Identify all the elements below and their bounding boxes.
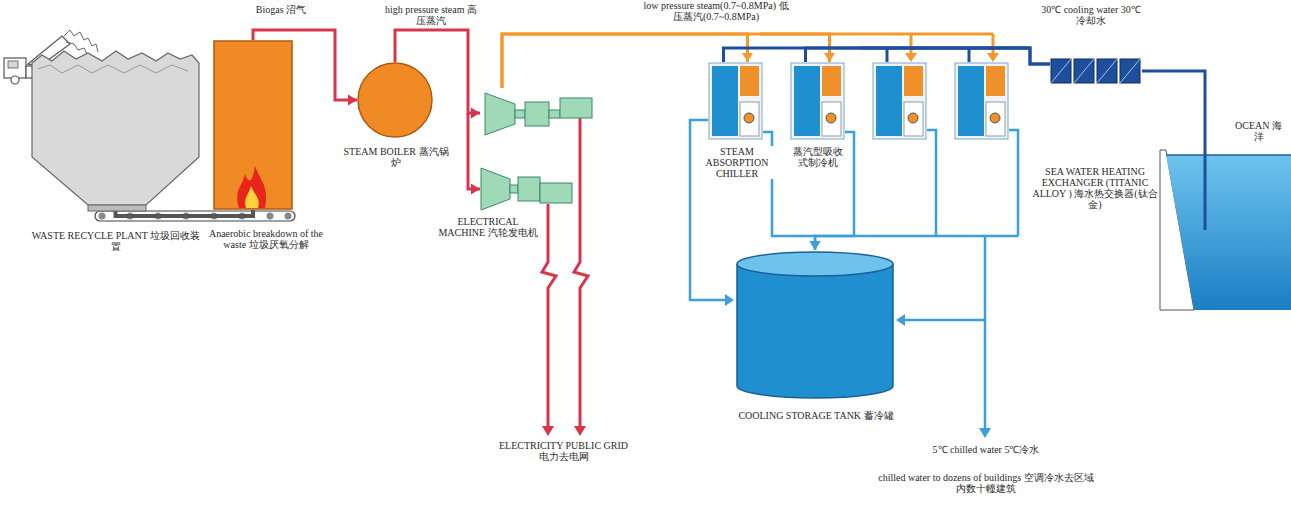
arrow-head — [810, 241, 821, 250]
pipe — [468, 113, 480, 189]
power-line — [542, 118, 588, 428]
pipe-connector — [502, 34, 835, 88]
ocean: OCEAN 海洋 — [1160, 100, 1291, 310]
turbine-generator-shape — [480, 88, 595, 213]
absorption-chiller-shape — [708, 62, 763, 140]
steam-boiler: STEAM BOILER 蒸汽锅炉 — [357, 62, 433, 138]
annotation: ELECTRICITY PUBLIC GRID 电力去电网 — [495, 440, 632, 462]
absorption-chiller — [873, 63, 926, 139]
node-label: ELECTRICAL MACHINE 汽轮发电机 — [433, 216, 543, 238]
storage-tank: COOLING STORAGE TANK 蓄冷罐 — [735, 250, 895, 400]
absorption-chiller: 蒸汽型吸收式制冷机 — [790, 62, 845, 140]
arrow-head — [542, 426, 554, 436]
node-label: COOLING STORAGE TANK 蓄冷罐 — [728, 410, 904, 421]
cooling-water-pipe — [860, 48, 1030, 62]
digester-tank: Anaerobic breakdown of the waste 垃圾厌氧分解 — [213, 40, 293, 210]
arrow-head — [574, 426, 586, 436]
arrow-head — [905, 53, 917, 62]
pipe — [806, 48, 1051, 64]
arrow-head — [810, 241, 821, 250]
edge-label: Biogas 沼气 — [248, 4, 314, 15]
conveyor-belt — [95, 211, 295, 221]
absorption-chiller — [955, 63, 1008, 139]
steam-pipe — [760, 34, 993, 54]
node-label: OCEAN 海洋 — [1230, 120, 1287, 142]
arrow-head — [896, 314, 905, 326]
waste-hopper: WASTE RECYCLE PLANT 垃圾回收装置 — [28, 45, 203, 210]
annotation: chilled water to dozens of buildings 空调冷… — [875, 472, 1097, 494]
arrow-head — [471, 184, 480, 195]
heat-exchanger: SEA WATER HEATING EXCHANGER (TITANIC ALL… — [1050, 58, 1142, 84]
absorption-chiller-shape — [790, 62, 845, 140]
node-label: STEAM ABSORPTION CHILLER — [700, 146, 774, 179]
node-label: WASTE RECYCLE PLANT 垃圾回收装置 — [30, 230, 202, 252]
absorption-chiller: STEAM ABSORPTION CHILLER — [708, 62, 763, 140]
arrow-head — [348, 95, 357, 106]
arrow-head — [824, 53, 835, 62]
pipe-connector — [724, 48, 1051, 64]
pipe-connector — [1142, 71, 1205, 100]
node-label: 蒸汽型吸收式制冷机 — [788, 146, 848, 168]
storage-tank-shape — [735, 250, 895, 400]
edge-label: high pressure steam 高压蒸汽 — [380, 4, 482, 26]
arrow-head — [742, 53, 753, 62]
arrow-head — [725, 294, 734, 306]
annotation: 5℃ chilled water 5℃冷水 — [925, 444, 1047, 455]
heat-exchanger-shape — [1050, 58, 1142, 84]
turbine-generator: ELECTRICAL MACHINE 汽轮发电机 — [480, 88, 595, 213]
pipe-connector — [806, 48, 1051, 64]
pipe — [502, 34, 830, 88]
node-label: STEAM BOILER 蒸汽锅炉 — [340, 146, 452, 168]
waste-hopper-shape — [28, 45, 203, 210]
arrow-head — [979, 428, 991, 438]
annotation: 30℃ cooling water 30℃冷却水 — [1040, 4, 1142, 26]
node-label: SEA WATER HEATING EXCHANGER (TITANIC ALL… — [1028, 166, 1162, 210]
edge-label: low pressure steam(0.7~0.8MPa) 低压蒸汽(0.7~… — [640, 0, 792, 22]
pipe — [724, 48, 1051, 64]
node-label: Anaerobic breakdown of the waste 垃圾厌氧分解 — [205, 228, 327, 250]
arrow-head — [987, 53, 999, 62]
steam-boiler-shape — [357, 62, 433, 138]
pipe — [1142, 71, 1205, 100]
chilled-water-pipe — [690, 120, 1018, 430]
digester-tank-shape — [213, 40, 293, 210]
arrow-head — [471, 108, 480, 119]
